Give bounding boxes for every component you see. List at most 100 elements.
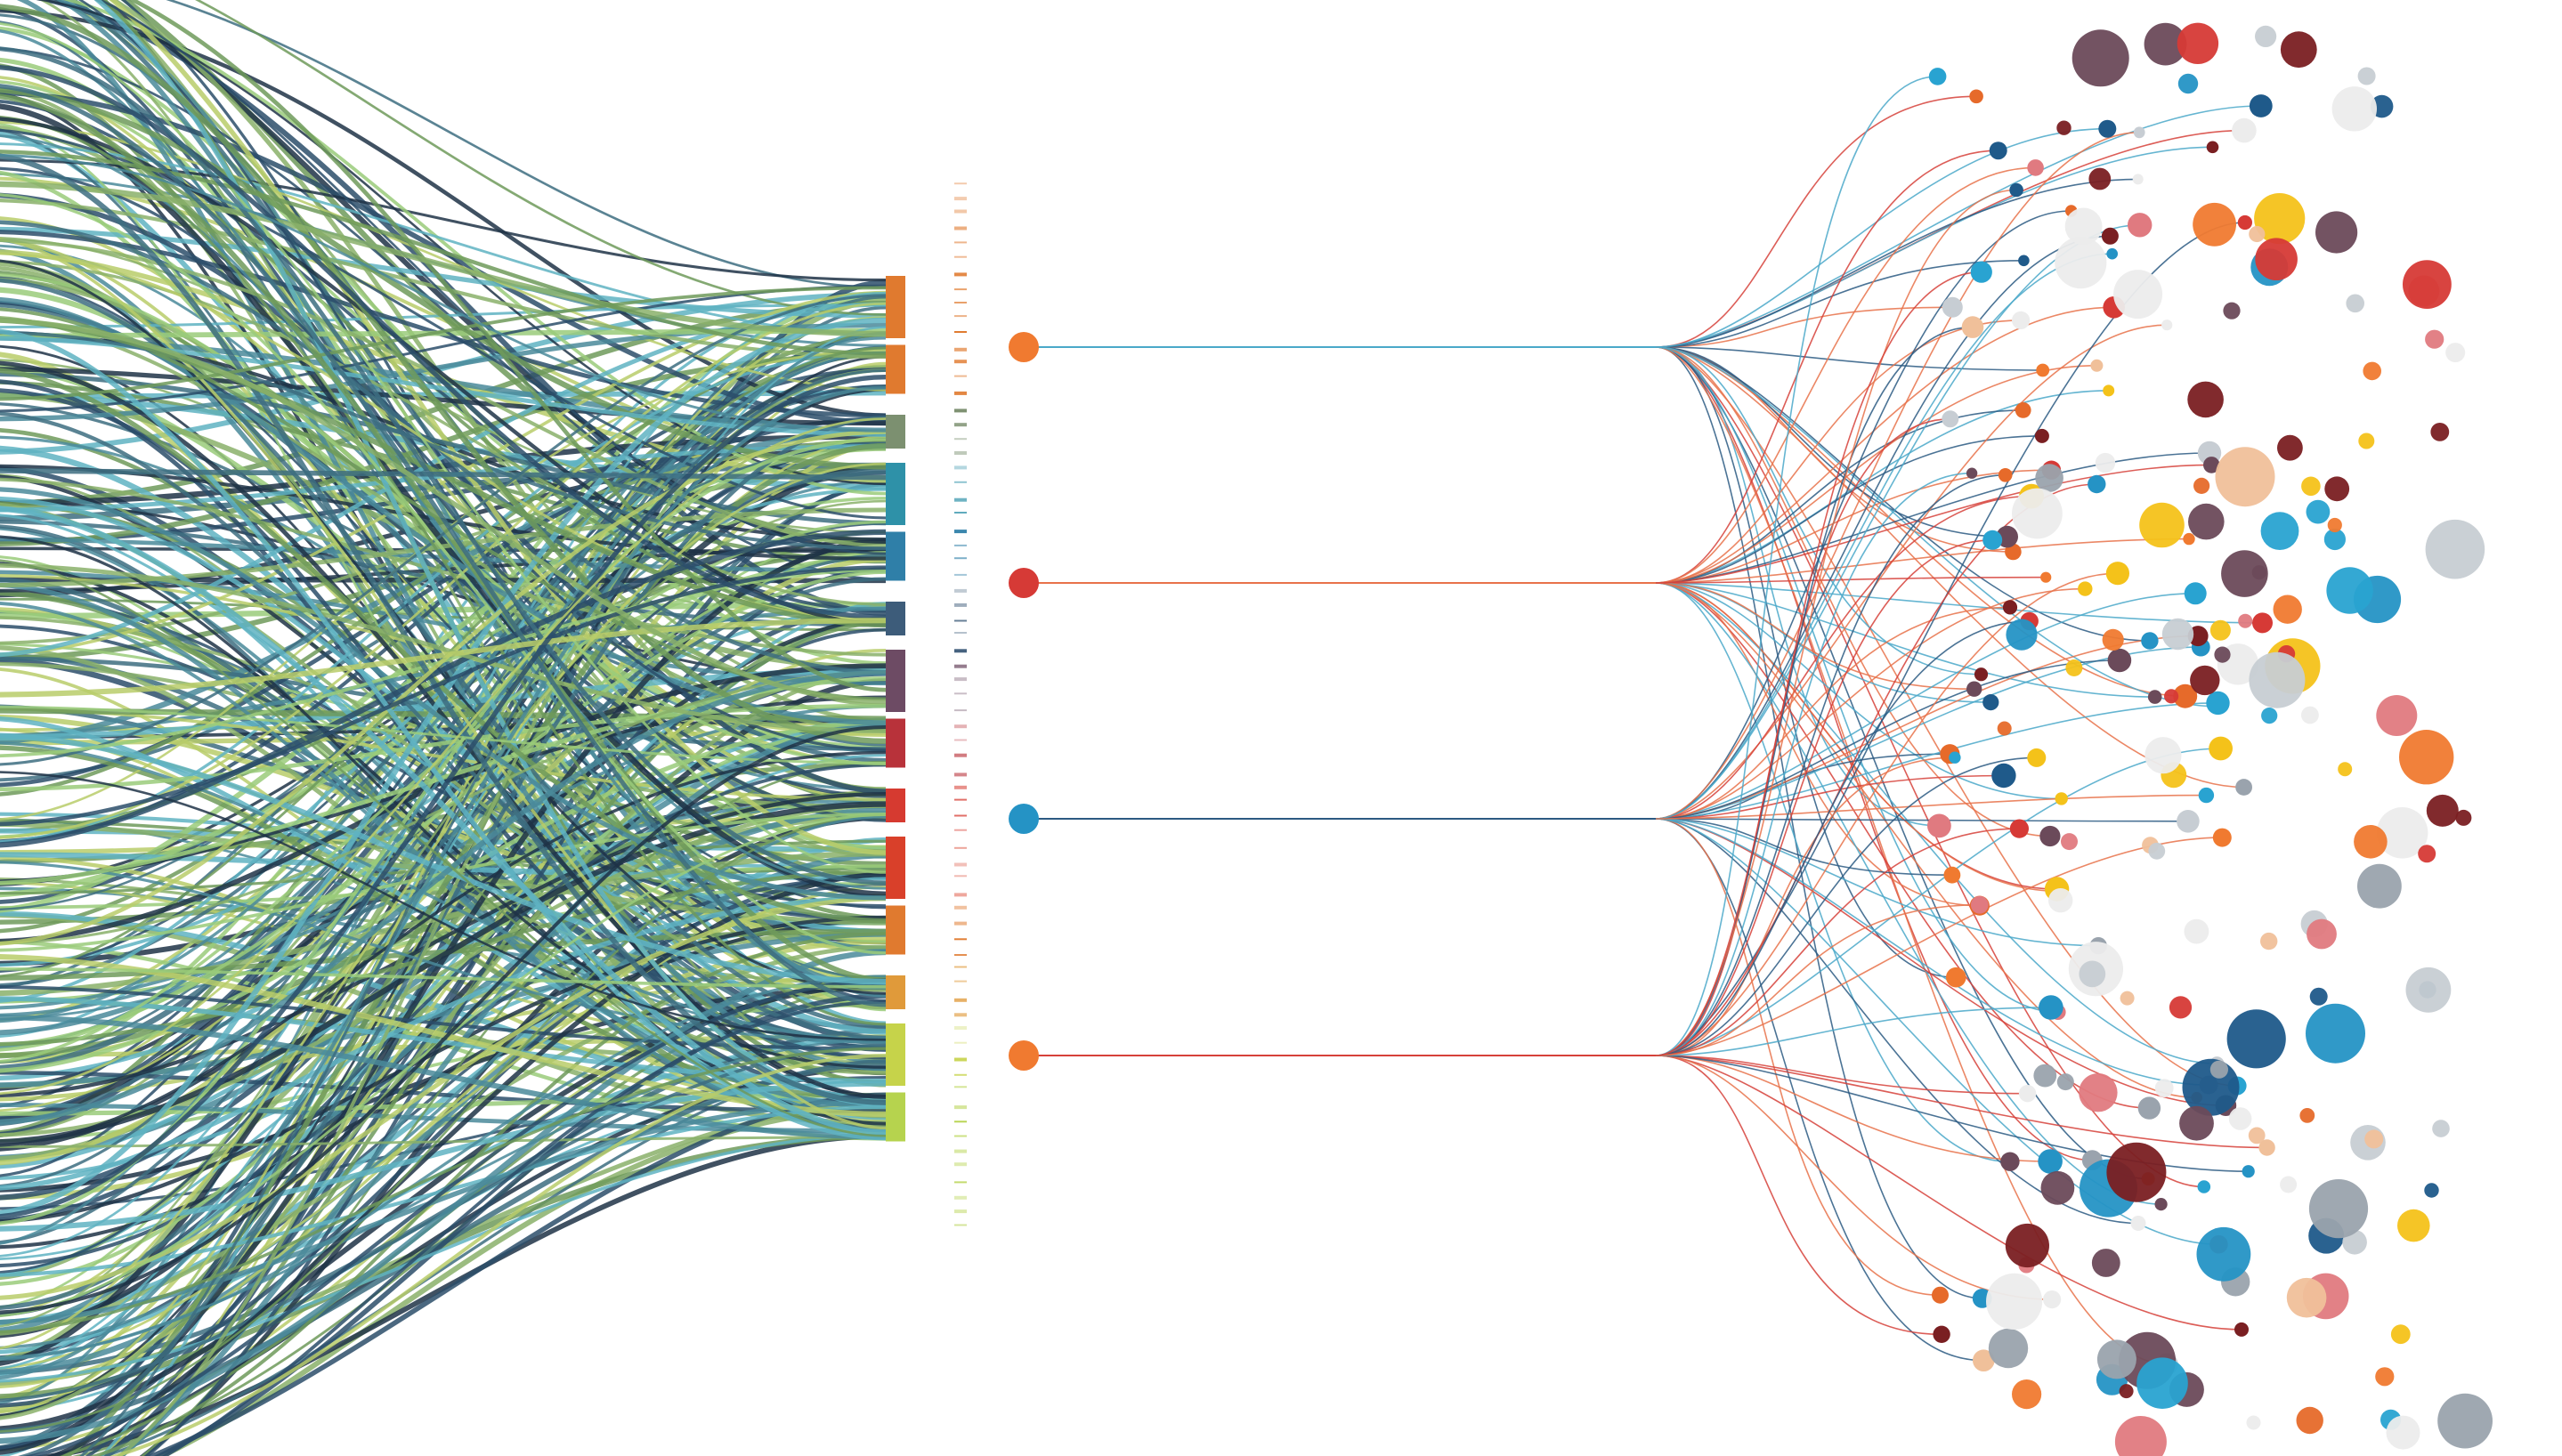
branch-curve xyxy=(1655,346,2043,371)
bubble xyxy=(2296,1406,2323,1435)
bubble xyxy=(2079,1073,2118,1112)
branch-curve xyxy=(1655,582,1980,907)
branch-end-bubble xyxy=(1932,1286,1949,1304)
branch-curve xyxy=(1655,76,1938,1056)
branch-end-bubble xyxy=(2235,779,2253,796)
strand xyxy=(0,84,887,1007)
branch-curve xyxy=(1655,606,2011,820)
tick-mark xyxy=(954,347,967,352)
bubble xyxy=(2251,565,2266,580)
strand xyxy=(0,996,887,1084)
branch-curve xyxy=(1655,271,1982,1056)
branch-end-bubble xyxy=(2034,428,2049,443)
strand xyxy=(0,166,887,752)
bubble xyxy=(2193,202,2237,247)
branch-end-bubble xyxy=(1949,751,1961,764)
category-bar xyxy=(886,650,905,712)
tick-mark xyxy=(954,272,967,277)
strand xyxy=(0,618,887,698)
strand xyxy=(0,732,887,984)
branch-end-bubble xyxy=(2132,174,2144,185)
bubble xyxy=(2403,260,2452,309)
branch-end-bubble xyxy=(1974,667,1989,682)
branch-end-bubble xyxy=(1927,813,1951,838)
category-bar xyxy=(886,1023,905,1086)
tick-mark xyxy=(954,315,967,318)
bubble xyxy=(2148,842,2166,860)
strand xyxy=(0,375,887,1219)
branch-curve xyxy=(1655,1055,2267,1149)
bubble xyxy=(2357,67,2376,85)
tick-mark xyxy=(954,829,967,831)
bubble xyxy=(2426,794,2459,827)
tick-mark xyxy=(954,954,967,956)
bubble xyxy=(2432,1120,2450,1137)
strand xyxy=(0,872,887,1408)
strand xyxy=(161,999,887,1456)
branch-curve xyxy=(1655,702,2218,820)
tick-mark xyxy=(954,785,967,789)
strand xyxy=(0,565,887,827)
tick-mark xyxy=(954,938,967,941)
branch-end-bubble xyxy=(2039,825,2061,847)
strand xyxy=(0,317,887,1217)
bubble xyxy=(2056,1073,2074,1091)
branch-curve xyxy=(1655,756,1955,1056)
bubble xyxy=(2223,302,2241,320)
bubble xyxy=(2184,918,2209,944)
branch-end-bubble xyxy=(2027,748,2047,767)
tick-mark xyxy=(954,544,967,546)
branch-curve xyxy=(1655,593,2196,820)
branch-end-bubble xyxy=(2090,359,2104,372)
bubble xyxy=(2248,1127,2266,1145)
branch-curve xyxy=(1655,222,2245,1056)
branch-curve xyxy=(1655,346,2050,837)
tick-mark xyxy=(954,893,967,897)
category-bar xyxy=(886,531,905,581)
branch-end-bubble xyxy=(2027,159,2044,176)
strand xyxy=(0,812,887,952)
branch-curve xyxy=(1655,582,2060,893)
strand xyxy=(0,117,887,627)
bubble xyxy=(2106,1142,2167,1202)
branch-curve xyxy=(1655,1055,2051,1162)
branch-curve xyxy=(1655,166,2036,584)
strand xyxy=(0,797,887,1010)
bubble xyxy=(2196,1226,2251,1282)
branch-end-bubble xyxy=(2161,320,2173,331)
bubble xyxy=(2095,452,2116,473)
branch-end-bubble xyxy=(1966,467,1978,479)
bubble xyxy=(2209,1060,2228,1079)
strand xyxy=(143,567,887,1456)
branch-curve xyxy=(1655,346,2168,1365)
bubble xyxy=(2309,987,2328,1006)
strand xyxy=(166,0,887,289)
branch-end-bubble xyxy=(1946,967,1966,988)
tick-mark xyxy=(954,1149,967,1153)
strand xyxy=(0,813,887,1318)
branch-curve xyxy=(1655,818,2219,1245)
strand xyxy=(0,302,887,839)
strand xyxy=(93,0,887,1107)
strand xyxy=(78,368,887,1456)
branch-curve xyxy=(1655,495,2032,820)
tick-mark xyxy=(954,182,967,185)
branch-end-bubble xyxy=(2154,1198,2168,1211)
tick-mark xyxy=(954,1086,967,1088)
tick-mark xyxy=(954,772,967,777)
tick-mark xyxy=(954,603,967,607)
tick-mark xyxy=(954,557,967,560)
branch-curve xyxy=(1655,582,1974,690)
tick-mark xyxy=(954,619,967,622)
tick-mark xyxy=(954,331,967,333)
bubble xyxy=(2005,1223,2049,1268)
tick-mark xyxy=(954,465,967,470)
tick-mark xyxy=(954,664,967,668)
branch-end-bubble xyxy=(2043,1290,2062,1309)
bubble xyxy=(2399,730,2454,785)
bubble xyxy=(2280,31,2317,69)
branch-curve xyxy=(1655,818,1941,1296)
bubble xyxy=(2079,960,2106,988)
branch-curve xyxy=(1655,576,2047,584)
strand xyxy=(23,978,887,1456)
